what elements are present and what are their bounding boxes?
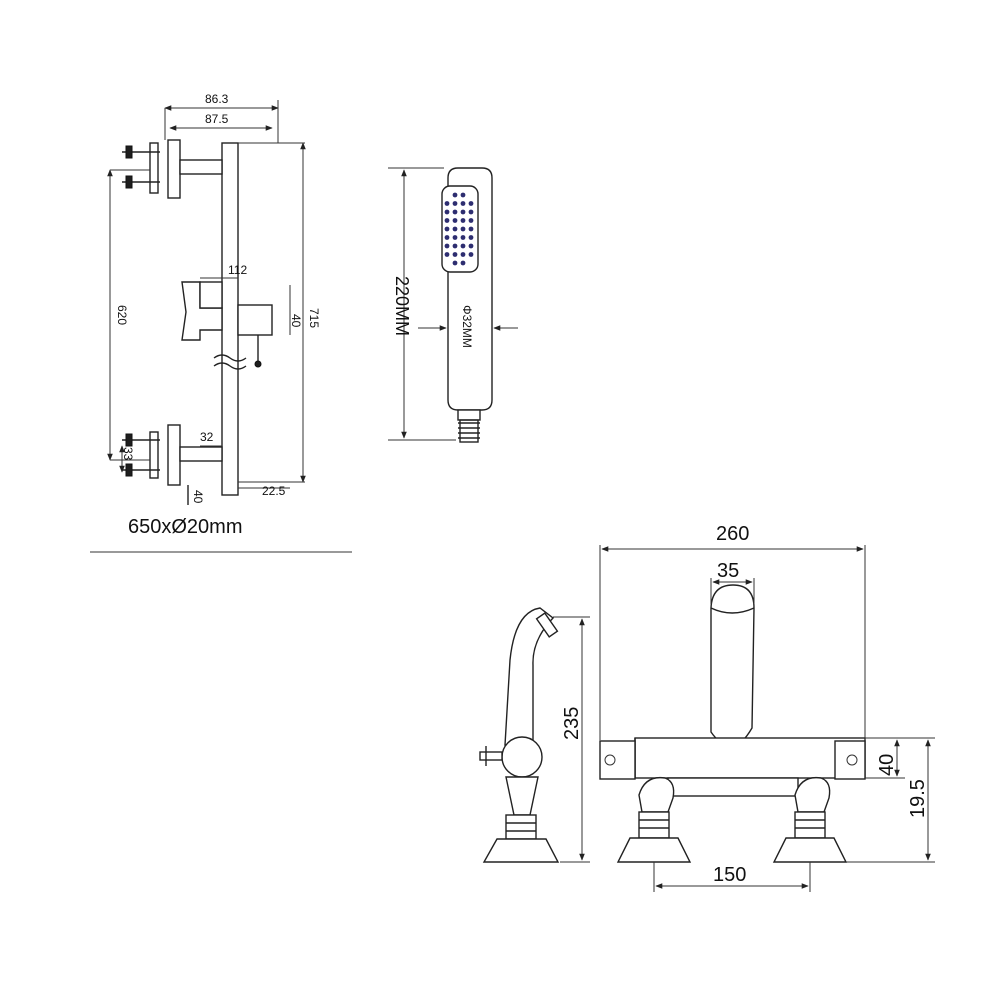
spray-nozzle [468,226,474,232]
spray-nozzle [452,252,458,257]
spray-nozzle [460,226,466,232]
dim-260: 260 [716,523,749,545]
spray-nozzle [468,235,474,240]
side-spout [504,607,555,746]
dim-86-3: 86.3 [205,92,229,106]
spray-nozzles [444,192,474,266]
spray-nozzle [460,209,466,215]
dim-112: 112 [228,263,247,277]
dim-150: 150 [713,864,746,886]
spray-nozzle [444,252,450,257]
dim-33: 33 [121,447,135,461]
spray-nozzle [444,243,450,249]
spray-nozzle [452,209,458,215]
slide-rail [221,142,239,496]
spray-nozzle [444,226,450,232]
spray-nozzle [468,243,474,249]
spray-nozzle [460,192,466,198]
dim-diameter-32mm: Φ32MM [460,305,474,348]
dim-235: 235 [561,707,583,740]
spray-nozzle [444,218,450,223]
dim-35: 35 [717,560,739,582]
spray-nozzle [460,235,466,240]
spray-nozzle [444,209,450,215]
shower-rail-drawing: 86.3 87.5 112 620 40 715 32 33 40 22.5 6… [90,92,352,553]
right-end-cap [834,740,866,780]
dim-32: 32 [200,430,214,444]
spray-nozzle [468,209,474,215]
dim-87-5: 87.5 [205,112,229,126]
mixer-side-view: 235 [479,607,590,863]
spray-nozzle [452,192,458,198]
dim-40-holder: 40 [289,314,303,328]
left-leg [616,776,692,863]
spray-nozzle [444,201,450,206]
spray-face [441,185,479,273]
spray-nozzle [468,218,474,223]
hand-shower-drawing: 220MM Φ32MM [388,167,518,443]
dim-620: 620 [115,305,129,325]
dim-40-bottom: 40 [191,490,205,504]
side-handle-knob [501,736,543,778]
dim-19-5: 19.5 [907,779,929,818]
spray-nozzle [452,243,458,249]
sliding-holder [181,281,273,368]
front-spout [710,584,755,749]
dim-40-body: 40 [876,754,898,776]
left-end-cap [599,740,636,780]
bottom-wall-bracket [122,424,223,505]
spray-nozzle [460,218,466,223]
dim-220mm: 220MM [392,276,412,336]
spray-nozzle [452,218,458,223]
spray-nozzle [452,260,458,266]
dim-22-5: 22.5 [262,484,286,498]
mixer-body [634,737,866,779]
side-base [482,838,560,863]
mixer-front-view: 260 35 40 19.5 150 [599,523,935,892]
spray-nozzle [460,260,466,266]
spray-nozzle [468,252,474,257]
hose-connector [457,409,481,443]
spray-nozzle [444,235,450,240]
spray-nozzle [452,226,458,232]
spray-nozzle [460,201,466,206]
spray-nozzle [468,201,474,206]
right-leg [772,776,848,863]
spray-nozzle [452,235,458,240]
spray-nozzle [460,252,466,257]
top-wall-bracket [122,139,223,199]
dim-715: 715 [307,308,321,328]
spray-nozzle [460,243,466,249]
rail-caption: 650xØ20mm [128,516,243,538]
spray-nozzle [452,201,458,206]
